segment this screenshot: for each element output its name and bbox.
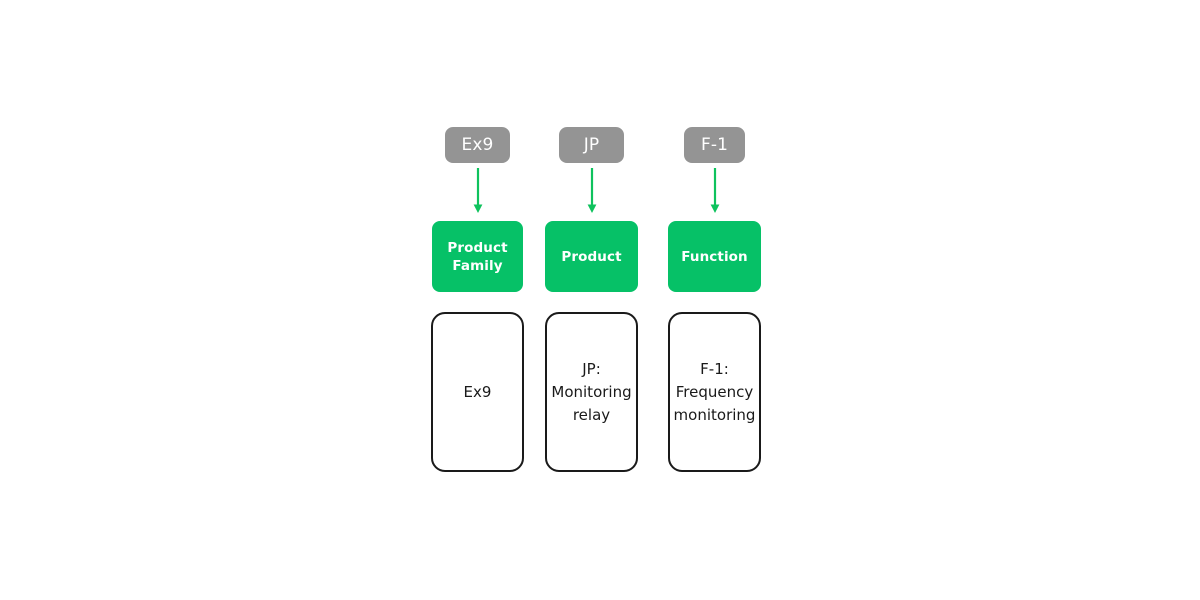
detail-card-ex9[interactable]: Ex9 [431, 312, 524, 472]
category-box-product[interactable]: Product [545, 221, 638, 292]
category-box-function[interactable]: Function [668, 221, 761, 292]
source-badge-ex9[interactable]: Ex9 [445, 127, 510, 163]
diagram-column-function: F-1 Function F-1: Frequency monitoring [668, 0, 761, 600]
detail-card-label: Ex9 [463, 382, 492, 401]
source-badge-jp[interactable]: JP [559, 127, 624, 163]
down-arrow-icon [471, 168, 485, 214]
category-box-product-family[interactable]: Product Family [432, 221, 523, 292]
detail-card-f1[interactable]: F-1: Frequency monitoring [668, 312, 761, 472]
down-arrow-icon [708, 168, 722, 214]
category-box-label: Product [561, 248, 622, 265]
category-box-label: Function [681, 248, 748, 265]
diagram-column-product: JP Product JP: Monitoring relay [545, 0, 638, 600]
detail-card-label: JP: Monitoring relay [551, 359, 632, 424]
diagram-column-product-family: Ex9 Product Family Ex9 [431, 0, 524, 600]
category-box-label: Product Family [447, 239, 508, 274]
detail-card-jp[interactable]: JP: Monitoring relay [545, 312, 638, 472]
down-arrow-icon [585, 168, 599, 214]
source-badge-f1[interactable]: F-1 [684, 127, 745, 163]
detail-card-label: F-1: Frequency monitoring [673, 359, 756, 424]
